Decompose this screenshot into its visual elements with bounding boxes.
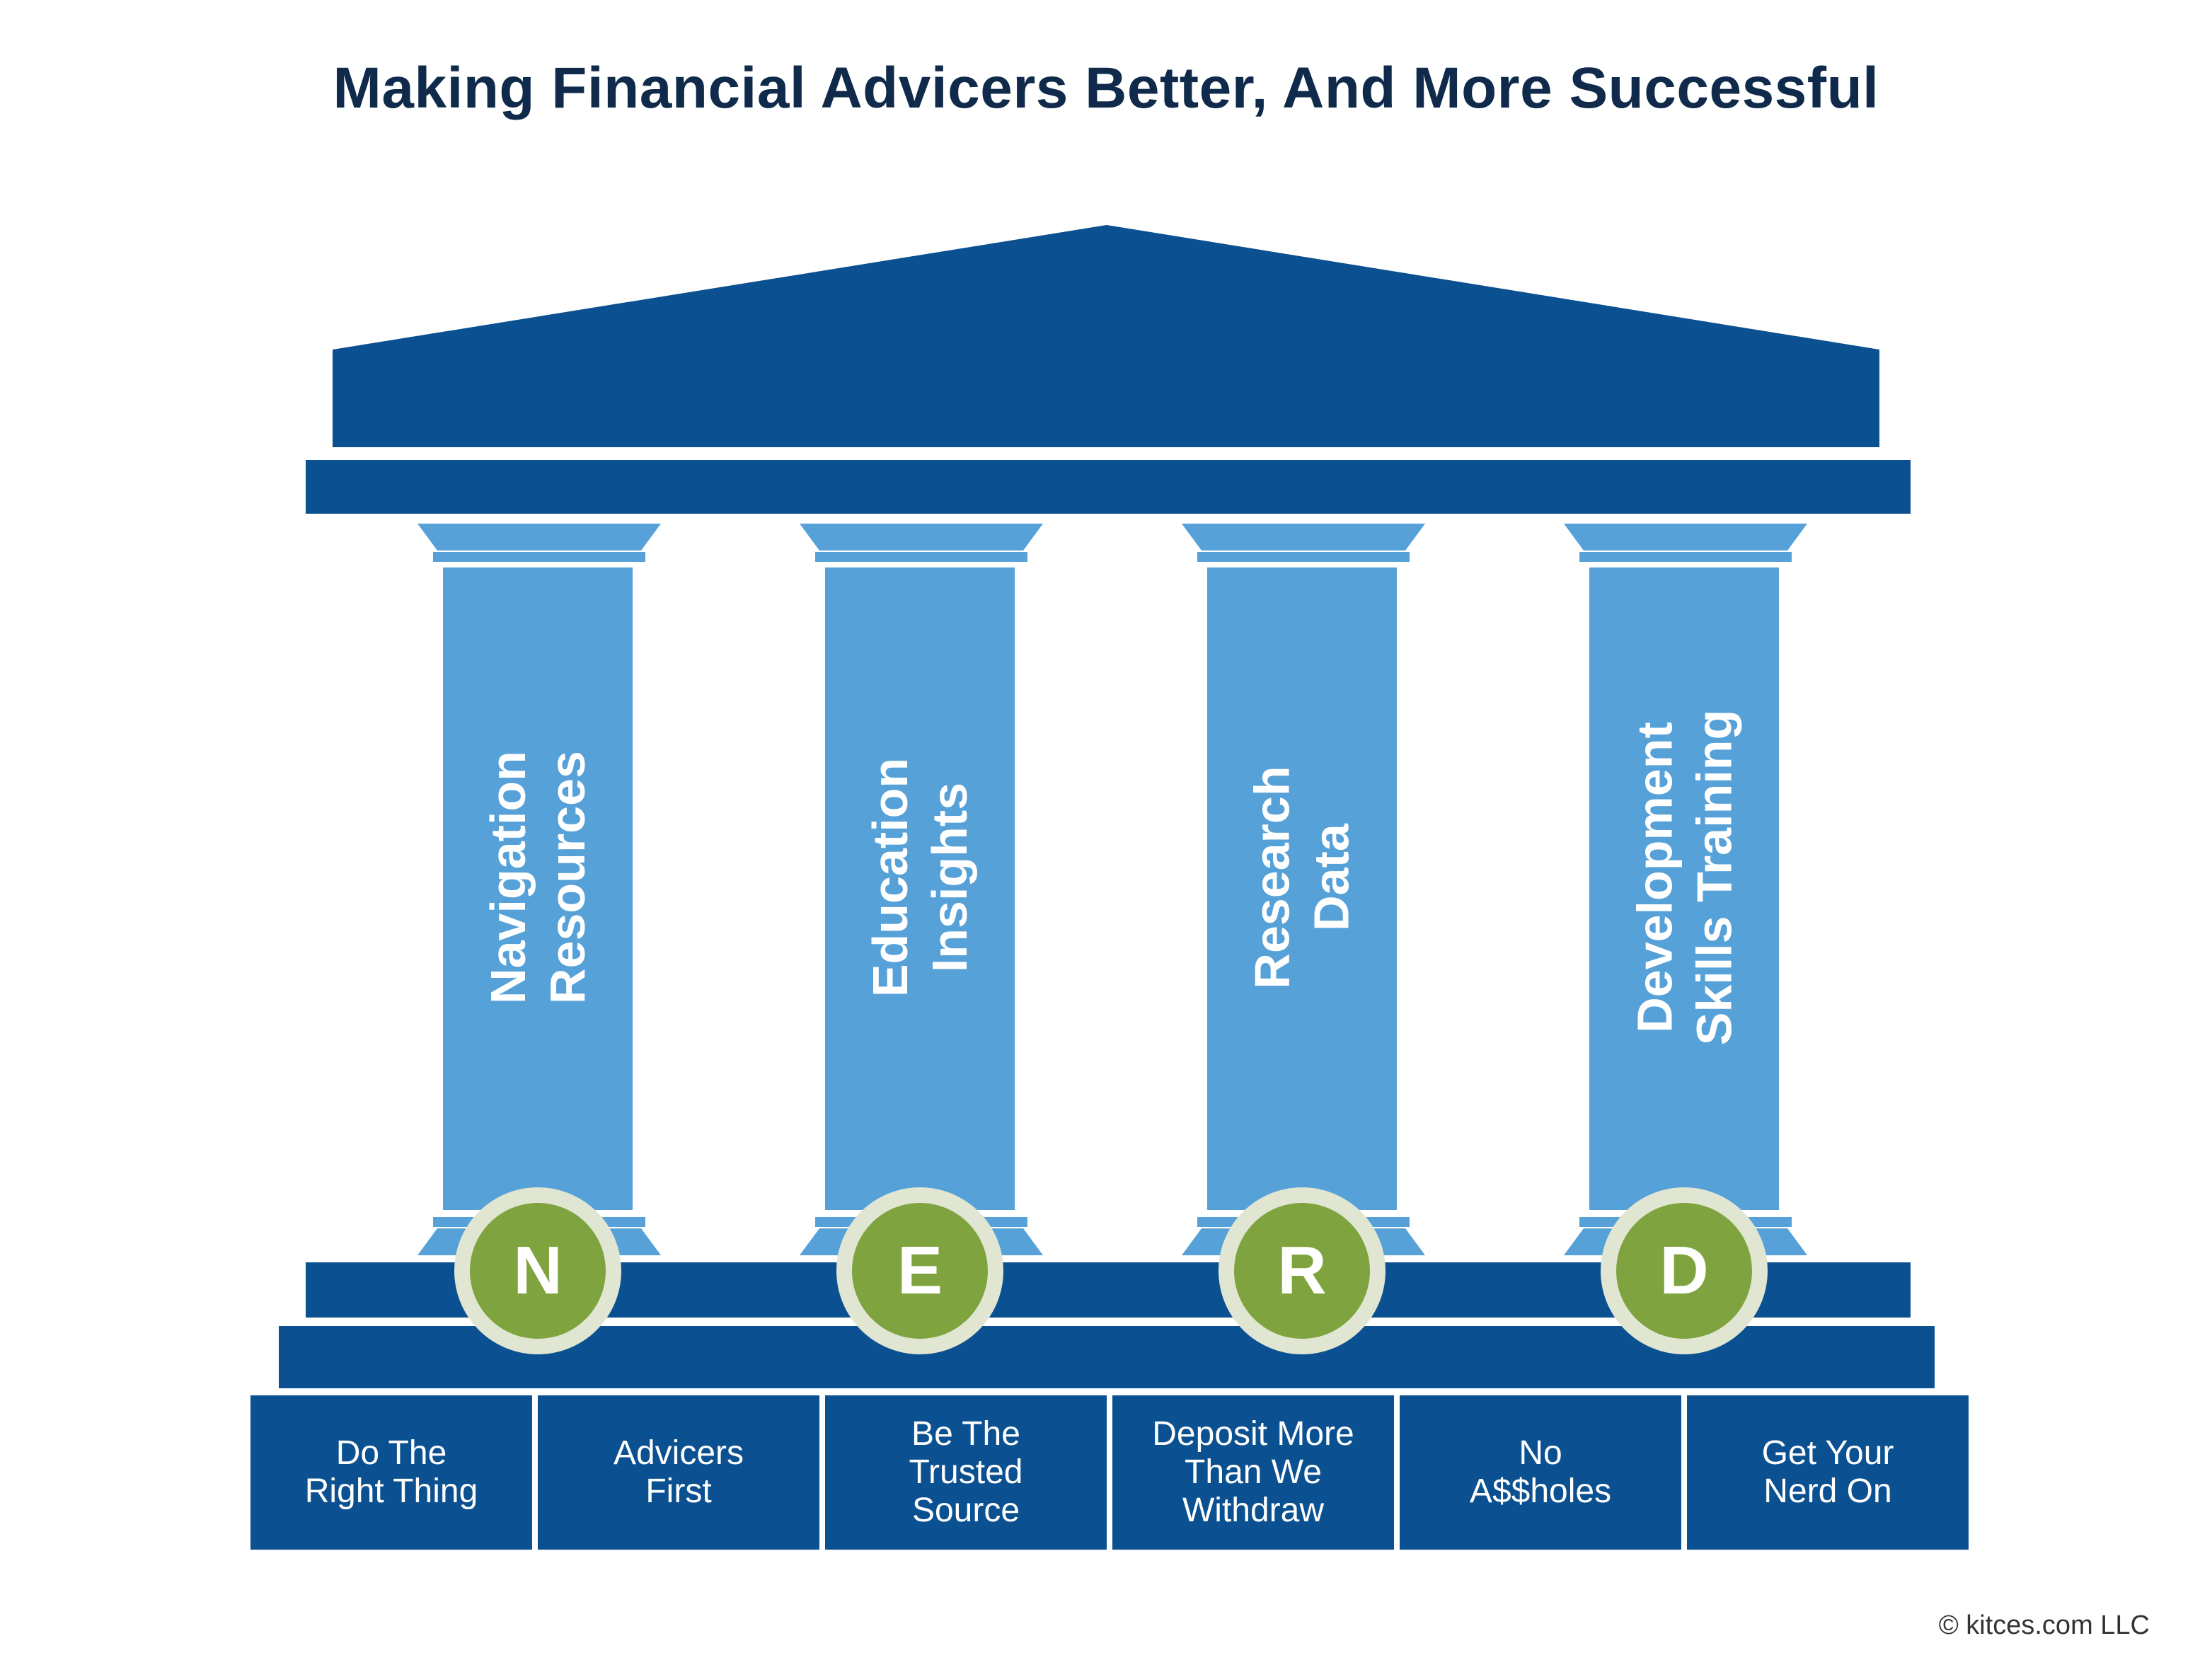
- pillar-4-letter: D: [1616, 1203, 1752, 1339]
- pillar-2-shaft: [825, 567, 1015, 1210]
- value-3-line-1: Be The: [911, 1415, 1020, 1453]
- pillar-2-medallion: E: [836, 1187, 1003, 1354]
- pillar-1-capital: [417, 524, 661, 551]
- value-4-line-2: Than We: [1185, 1453, 1322, 1491]
- pillar-4-shaft: [1589, 567, 1779, 1210]
- pillar-3: [1182, 524, 1425, 1255]
- value-1-line-1: Do The: [335, 1434, 447, 1472]
- copyright-notice: © kitces.com LLC: [1938, 1610, 2150, 1640]
- pillar-4: [1564, 524, 1807, 1255]
- value-2-line-1: Advicers: [613, 1434, 744, 1472]
- value-box-1: Do The Right Thing: [250, 1395, 532, 1550]
- pillar-3-letter: R: [1234, 1203, 1370, 1339]
- pillar-1-letter: N: [470, 1203, 606, 1339]
- value-4-line-1: Deposit More: [1152, 1415, 1354, 1453]
- pillar-1-medallion: N: [454, 1187, 621, 1354]
- pillar-4-medallion: D: [1601, 1187, 1768, 1354]
- pillar-1-capital-band: [433, 552, 645, 562]
- value-6-line-1: Get Your: [1761, 1434, 1894, 1472]
- pillar-4-capital: [1564, 524, 1807, 551]
- value-box-2: Advicers First: [538, 1395, 819, 1550]
- pillar-1: [417, 524, 661, 1255]
- pillar-2-letter: E: [852, 1203, 988, 1339]
- pillar-4-capital-band: [1579, 552, 1792, 562]
- temple-roof: [333, 225, 1879, 447]
- value-box-4: Deposit More Than We Withdraw: [1112, 1395, 1394, 1550]
- value-5-line-2: A$$holes: [1469, 1473, 1612, 1510]
- value-box-3: Be The Trusted Source: [825, 1395, 1107, 1550]
- value-box-5: No A$$holes: [1400, 1395, 1681, 1550]
- value-5-line-1: No: [1519, 1434, 1562, 1472]
- value-box-6: Get Your Nerd On: [1687, 1395, 1969, 1550]
- value-1-line-2: Right Thing: [304, 1473, 478, 1510]
- value-3-line-3: Source: [911, 1492, 1020, 1529]
- value-2-line-2: First: [645, 1473, 712, 1510]
- pillar-3-capital-band: [1197, 552, 1410, 562]
- pillar-2: [800, 524, 1043, 1255]
- pillar-3-capital: [1182, 524, 1425, 551]
- value-6-line-2: Nerd On: [1763, 1473, 1892, 1510]
- value-3-line-2: Trusted: [909, 1453, 1023, 1491]
- pillar-2-capital: [800, 524, 1043, 551]
- pillar-3-shaft: [1207, 567, 1397, 1210]
- temple-entablature: [306, 460, 1911, 514]
- pillar-1-shaft: [443, 567, 633, 1210]
- pillar-2-capital-band: [815, 552, 1027, 562]
- value-4-line-3: Withdraw: [1182, 1492, 1325, 1529]
- page-title: Making Financial Advicers Better, And Mo…: [333, 56, 1879, 120]
- pillar-3-medallion: R: [1219, 1187, 1386, 1354]
